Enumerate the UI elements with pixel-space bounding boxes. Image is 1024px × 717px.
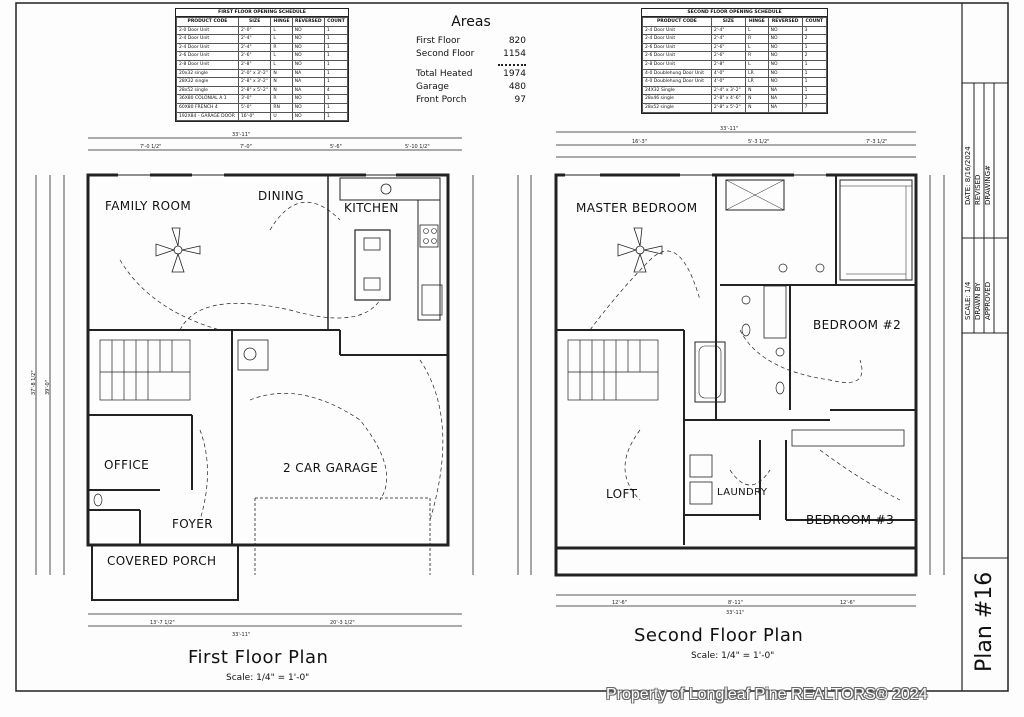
room-bedroom-2: BEDROOM #2 — [813, 318, 902, 332]
dim-top-a: 16'-3" — [632, 139, 647, 145]
room-covered-porch: COVERED PORCH — [107, 554, 217, 568]
sink-icon — [741, 263, 825, 357]
areas-summary: Areas First Floor 820 Second Floor 1154 To… — [416, 14, 526, 107]
dim-top-d: 5'-10 1/2" — [405, 144, 430, 150]
schedule-table: PRODUCT CODE SIZE HINGE REVERSED COUNT 2… — [642, 17, 828, 113]
area-value: 820 — [508, 36, 526, 46]
room-bedroom-3: BEDROOM #3 — [806, 513, 895, 527]
area-row: First Floor 820 — [416, 35, 526, 48]
dim-top-a: 7'-0 1/2" — [140, 144, 161, 150]
toilet-icon — [741, 323, 785, 395]
table-cell: 1 — [323, 111, 349, 122]
schedule-title: FIRST FLOOR OPENING SCHEDULE — [176, 9, 348, 17]
dim-top-b: 5'-3 1/2" — [748, 139, 769, 145]
area-row: Total Heated 1974 — [416, 68, 526, 81]
room-office: OFFICE — [104, 458, 150, 472]
area-row: Second Floor 1154 — [416, 48, 526, 61]
area-label: First Floor — [416, 36, 461, 46]
room-foyer: FOYER — [172, 517, 213, 531]
table-cell: NO — [291, 111, 325, 122]
first-floor-opening-schedule: FIRST FLOOR OPENING SCHEDULE PRODUCT COD… — [175, 8, 349, 123]
dim-bottom-b: 20'-3 1/2" — [330, 620, 355, 626]
room-master-bedroom: MASTER BEDROOM — [576, 201, 698, 215]
dim-top-c: 7'-3 1/2" — [866, 139, 887, 145]
area-row: Garage 480 — [416, 81, 526, 94]
table-cell: 2'-8" x 5'-2" — [710, 102, 747, 113]
schedule-table: PRODUCT CODE SIZE HINGE REVERSED COUNT 2… — [176, 17, 349, 122]
watermark: Property of Longleaf Pine REALTORS® 2024 — [606, 686, 928, 703]
second-floor-opening-schedule: SECOND FLOOR OPENING SCHEDULE PRODUCT CO… — [641, 8, 828, 114]
dim-top-c: 5'-6" — [330, 144, 342, 150]
area-label: Second Floor — [416, 49, 475, 59]
title-block-drawn-by: DRAWN BY — [974, 282, 982, 320]
dim-bottom-c: 12'-6" — [840, 600, 855, 606]
room-laundry: LAUNDRY — [717, 487, 768, 498]
dim-bottom-b: 8'-11" — [728, 600, 743, 606]
table-cell: 7 — [801, 102, 828, 113]
room-loft: LOFT — [606, 487, 638, 501]
room-garage: 2 CAR GARAGE — [283, 461, 379, 475]
area-label: Garage — [416, 82, 449, 92]
room-kitchen: KITCHEN — [344, 201, 399, 215]
title-block-plan-number: Plan #16 — [972, 571, 997, 672]
dim-overall-width: 33'-11" — [720, 126, 738, 132]
title-block-date: DATE: 8/16/2024 — [964, 146, 972, 205]
table-cell: U — [270, 111, 293, 122]
room-dining: DINING — [258, 189, 304, 203]
sum-divider — [498, 64, 526, 66]
first-floor-title: First Floor Plan — [188, 647, 329, 668]
area-value: 1154 — [503, 49, 526, 59]
area-value: 1974 — [503, 69, 526, 79]
first-floor-scale: Scale: 1/4" = 1'-0" — [226, 673, 310, 683]
dim-bottom-a: 13'-7 1/2" — [150, 620, 175, 626]
areas-title: Areas — [451, 14, 491, 30]
ceiling-fan-icon — [617, 227, 663, 273]
title-block-scale: SCALE: 1/4 — [964, 281, 972, 320]
title-block-revised: REVISED — [974, 174, 982, 205]
title-block — [962, 82, 1008, 559]
room-family-room: FAMILY ROOM — [105, 199, 192, 213]
area-label: Front Porch — [416, 95, 467, 105]
area-row: Front Porch 97 — [416, 94, 526, 107]
stove-icon — [423, 228, 437, 244]
second-floor-scale: Scale: 1/4" = 1'-0" — [691, 651, 775, 661]
dim-bottom-overall: 33'-11" — [726, 610, 744, 616]
area-value: 480 — [508, 82, 526, 92]
dim-top-b: 7'-0" — [240, 144, 252, 150]
dim-bottom-a: 12'-6" — [612, 600, 627, 606]
second-floor-title: Second Floor Plan — [634, 625, 804, 646]
area-value: 97 — [514, 95, 526, 105]
ceiling-fan-icon — [155, 227, 201, 273]
dim-overall-width: 33'-11" — [232, 132, 250, 138]
title-block-approved: APPROVED — [984, 281, 992, 320]
title-block-drawing: DRAWING# — [984, 165, 992, 205]
schedule-title: SECOND FLOOR OPENING SCHEDULE — [642, 9, 827, 17]
toilet-icon — [93, 493, 103, 507]
area-label: Total Heated — [416, 69, 473, 79]
dim-bottom-overall: 33'-11" — [232, 632, 250, 638]
